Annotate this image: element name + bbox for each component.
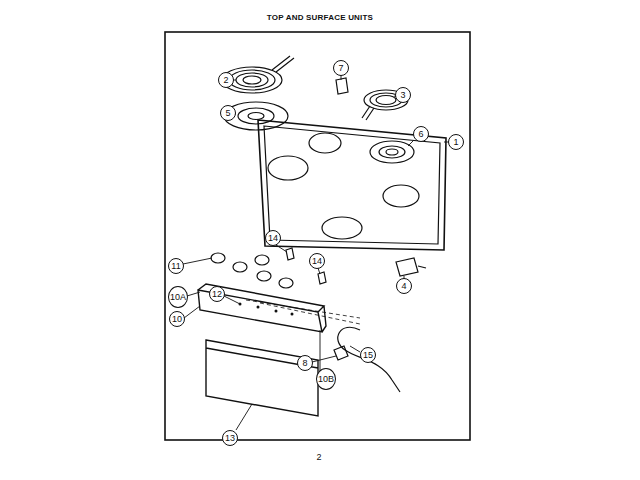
leader-lines bbox=[183, 75, 449, 430]
callout-number: 7 bbox=[333, 60, 349, 76]
callout-number: 11 bbox=[168, 258, 184, 274]
callout-number: 10 bbox=[169, 311, 185, 327]
callout-number: 15 bbox=[360, 347, 376, 363]
callout-number: 13 bbox=[222, 430, 238, 446]
page-number: 2 bbox=[314, 453, 323, 462]
cooktop bbox=[258, 120, 446, 250]
frame bbox=[165, 32, 470, 440]
drip-pan-6 bbox=[370, 141, 414, 163]
plug bbox=[334, 346, 348, 360]
sheet-title: TOP AND SURFACE UNITS bbox=[267, 14, 373, 22]
callout-number: 5 bbox=[220, 105, 236, 121]
burner-holes bbox=[268, 133, 419, 239]
callout-number: 3 bbox=[395, 87, 411, 103]
cord bbox=[338, 327, 400, 392]
switches bbox=[286, 248, 326, 284]
trim-panel bbox=[206, 340, 318, 416]
callout-number: 12 bbox=[209, 286, 225, 302]
callout-number: 4 bbox=[396, 278, 412, 294]
surface-element-2 bbox=[222, 56, 294, 93]
callout-number: 10A bbox=[168, 286, 188, 308]
callout-number: 14 bbox=[309, 253, 325, 269]
callout-number: 10B bbox=[316, 368, 336, 390]
callout-number: 6 bbox=[413, 126, 429, 142]
knobs bbox=[211, 253, 293, 288]
panel-holes bbox=[239, 303, 294, 316]
terminal-block bbox=[396, 258, 426, 276]
callout-number: 2 bbox=[218, 72, 234, 88]
callout-number: 8 bbox=[297, 355, 313, 371]
cooktop-rim bbox=[264, 126, 440, 244]
callout-number: 14 bbox=[265, 230, 281, 246]
callout-number: 1 bbox=[448, 134, 464, 150]
assembly-lines bbox=[246, 300, 360, 324]
receptacle bbox=[336, 78, 348, 94]
control-panel bbox=[198, 284, 326, 332]
